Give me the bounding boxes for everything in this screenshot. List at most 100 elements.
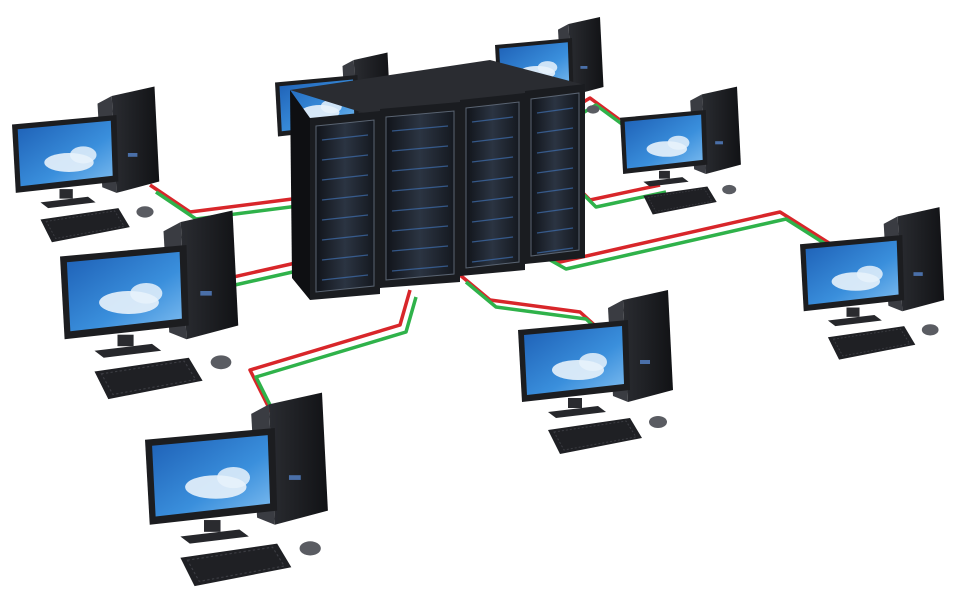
server-rack <box>460 93 525 276</box>
cloud-icon <box>130 282 163 304</box>
tower-indicator <box>640 360 650 364</box>
keyboard <box>40 208 130 243</box>
rack-server-led <box>471 256 514 263</box>
front-workstations <box>12 86 945 587</box>
monitor-stand <box>659 170 670 179</box>
keyboard-keys <box>832 328 911 357</box>
keyboard <box>643 186 717 215</box>
keyboard <box>827 326 916 360</box>
rack-glass-door <box>315 119 375 293</box>
keyboard-keys <box>553 420 637 451</box>
rack-server-led <box>321 134 369 141</box>
rack-server-led <box>471 176 514 183</box>
rack-server-led <box>391 185 449 192</box>
rack-server-led <box>471 196 514 203</box>
rack-server-led <box>321 274 369 281</box>
monitor-base <box>180 529 249 544</box>
monitor-base <box>827 314 882 327</box>
rack-server-led <box>471 156 514 163</box>
server-rack <box>525 84 585 264</box>
rack-server-led <box>321 194 369 201</box>
keyboard <box>94 357 203 400</box>
workstation <box>620 86 741 215</box>
mouse <box>136 206 154 218</box>
rack-server-led <box>391 225 449 232</box>
keyboard-keys <box>647 188 713 212</box>
workstation <box>12 86 160 243</box>
rack-server-led <box>321 154 369 161</box>
computer-tower <box>268 392 328 525</box>
red-cable <box>248 289 412 431</box>
rack-server-led <box>536 127 574 134</box>
mouse <box>921 324 939 336</box>
rack-server-led <box>321 214 369 221</box>
cloud-icon <box>69 146 97 164</box>
rack-server-led <box>391 265 449 272</box>
monitor-stand <box>59 189 73 199</box>
tower-indicator <box>580 66 588 69</box>
monitor-base <box>40 196 96 209</box>
rack-server-led <box>536 107 574 114</box>
monitor-stand <box>846 307 860 317</box>
rack-server-led <box>391 205 449 212</box>
keyboard <box>180 543 292 587</box>
tower-indicator <box>200 291 212 296</box>
rack-server-led <box>536 227 574 234</box>
rack-server-led <box>391 165 449 172</box>
monitor-base <box>94 343 162 358</box>
rack-server-led <box>536 187 574 194</box>
rack-top <box>290 60 585 118</box>
rack-server-led <box>321 234 369 241</box>
workstation <box>518 290 673 454</box>
workstation <box>800 207 945 360</box>
monitor-base <box>548 406 606 418</box>
keyboard-keys <box>186 546 286 583</box>
cloud-icon <box>579 353 607 371</box>
computer-tower <box>897 207 945 312</box>
tower-indicator <box>127 153 138 157</box>
monitor-stand <box>117 334 134 347</box>
mouse <box>586 105 600 114</box>
rack-server-led <box>471 136 514 143</box>
computer-tower <box>568 17 604 96</box>
rack-server-led <box>391 145 449 152</box>
computer-tower <box>623 290 673 402</box>
mouse <box>210 355 232 370</box>
cloud-icon <box>667 135 690 150</box>
cloud-icon <box>537 61 558 74</box>
workstation <box>60 210 239 400</box>
mouse <box>722 184 737 195</box>
rack-server-led <box>471 116 514 123</box>
rack-server-led <box>536 247 574 254</box>
rack-server-led <box>471 216 514 223</box>
mouse <box>299 541 321 556</box>
rack-glass-door <box>530 92 580 257</box>
rack-server-led <box>321 254 369 261</box>
monitor-base <box>643 177 689 187</box>
red-cable <box>149 183 301 214</box>
rack-side <box>290 90 310 300</box>
red-cable <box>458 273 602 332</box>
server-racks <box>290 60 585 300</box>
computer-tower <box>701 86 741 174</box>
keyboard-keys <box>45 210 125 240</box>
tower-indicator <box>288 475 301 480</box>
server-rack <box>310 111 380 300</box>
tower-indicator <box>913 272 923 276</box>
rack-server-led <box>536 167 574 174</box>
cloud-icon <box>856 265 883 283</box>
cloud-icon <box>216 466 251 489</box>
workstation <box>145 392 328 587</box>
rack-server-led <box>391 245 449 252</box>
rack-server-led <box>471 236 514 243</box>
rack-glass-door <box>465 101 520 269</box>
mouse <box>649 416 667 428</box>
rack-server-led <box>536 207 574 214</box>
rack-server-led <box>536 147 574 154</box>
monitor-stand <box>568 398 582 408</box>
rack-server-led <box>321 174 369 181</box>
computer-tower <box>111 86 160 193</box>
tower-indicator <box>715 141 723 145</box>
keyboard <box>548 418 642 454</box>
